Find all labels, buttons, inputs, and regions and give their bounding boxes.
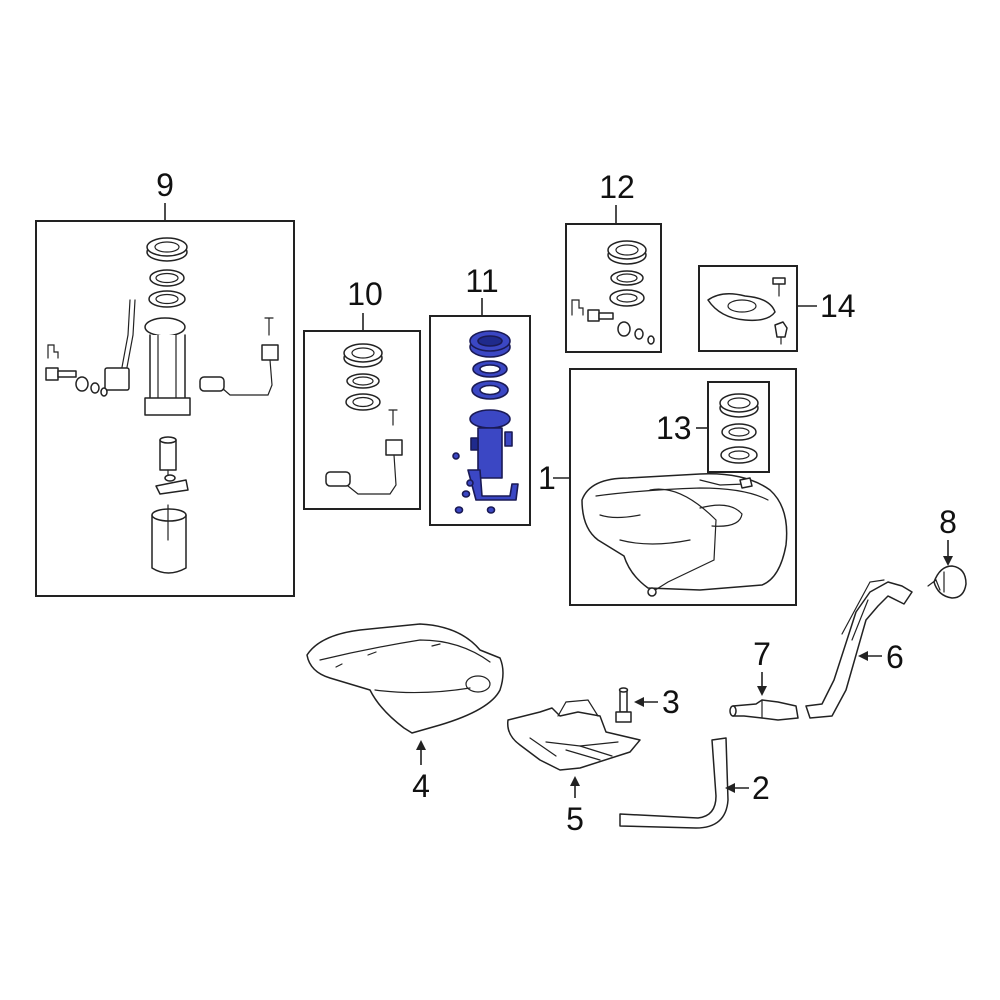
callout-8[interactable]: 8 (939, 504, 957, 540)
fuel-pump-assembly-group[interactable]: 9 (35, 167, 295, 597)
heat-shield-icon (306, 623, 504, 734)
gasket-icon (471, 380, 509, 400)
fuel-tank-icon (581, 473, 788, 597)
filler-hose-part[interactable]: 7 (729, 636, 799, 721)
screw-icon (774, 321, 788, 345)
skid-plate-part[interactable]: 5 (507, 699, 641, 837)
callout-7[interactable]: 7 (753, 636, 771, 672)
gasket-kit-group[interactable]: 12 (565, 169, 662, 353)
gasket-icon (345, 393, 381, 411)
callout-9[interactable]: 9 (156, 167, 174, 203)
callout-2[interactable]: 2 (752, 770, 770, 806)
clip-icon (571, 299, 584, 316)
callout-5[interactable]: 5 (566, 801, 584, 837)
gasket-icon (720, 446, 758, 464)
group-box-1 (569, 368, 797, 606)
tank-strap-icon (619, 737, 729, 829)
fuel-strainer-icon (151, 504, 187, 574)
gasket-icon (721, 423, 757, 441)
gasket-icon (148, 290, 186, 308)
fuel-pump-module-icon (119, 299, 191, 416)
fuel-pump-motor-icon (159, 436, 177, 479)
group-box-10 (303, 330, 421, 510)
callout-4[interactable]: 4 (412, 768, 430, 804)
callout-13[interactable]: 13 (656, 410, 692, 446)
fuel-cap-part[interactable]: 8 (927, 504, 967, 599)
group-box-13 (707, 381, 770, 473)
sender-cover-group[interactable]: 14 (698, 265, 856, 352)
bolt-icon (45, 367, 108, 397)
lock-ring-icon (719, 393, 759, 418)
gasket-icon (149, 269, 185, 287)
hose-icon (729, 699, 799, 721)
fuel-level-sender-icon (325, 409, 403, 495)
o-ring-icon (466, 479, 474, 487)
lock-ring-icon (607, 240, 647, 265)
heat-shield-part[interactable]: 4 (306, 623, 504, 804)
callout-3[interactable]: 3 (662, 684, 680, 720)
fuel-tank-group[interactable]: 1 13 (538, 368, 797, 606)
fuel-level-sender-group[interactable]: 10 (303, 276, 421, 510)
gasket-icon (472, 360, 508, 378)
clip-icon (47, 344, 59, 359)
mounting-bolt-part[interactable]: 3 (615, 684, 680, 723)
callout-6[interactable]: 6 (886, 639, 904, 675)
pump-bracket-icon (155, 474, 189, 495)
fuel-level-sender-icon (199, 317, 279, 396)
fuel-pump-module-icon (467, 409, 519, 501)
fuel-filter-icon (104, 367, 130, 391)
cover-plate-icon (707, 293, 776, 322)
lock-ring-icon (146, 237, 188, 262)
callout-1[interactable]: 1 (538, 460, 556, 496)
skid-plate-icon (507, 699, 641, 771)
screw-icon (772, 277, 786, 297)
lock-ring-icon (469, 330, 511, 358)
group-box-14 (698, 265, 798, 352)
callout-11[interactable]: 11 (465, 263, 498, 299)
gasket-icon (346, 373, 380, 389)
callout-10[interactable]: 10 (347, 276, 383, 312)
callout-14[interactable]: 14 (820, 288, 856, 324)
highlighted-fuel-pump-group[interactable]: 11 (429, 263, 531, 526)
o-ring-icon (486, 506, 496, 514)
filler-pipe-part[interactable]: 6 (805, 579, 913, 719)
o-ring-icon (452, 452, 460, 460)
gasket-icon (609, 289, 645, 307)
callout-12[interactable]: 12 (599, 169, 635, 205)
tank-strap-part[interactable]: 2 (619, 737, 770, 829)
lock-ring-icon (343, 343, 383, 368)
filler-pipe-icon (805, 579, 913, 719)
o-ring-icon (461, 490, 471, 498)
fuel-cap-icon (927, 565, 967, 599)
bolt-icon (587, 309, 655, 345)
o-ring-icon (454, 506, 464, 514)
bolt-icon (615, 687, 632, 723)
gasket-icon (610, 270, 644, 286)
group-box-11 (429, 315, 531, 526)
group-box-12 (565, 223, 662, 353)
